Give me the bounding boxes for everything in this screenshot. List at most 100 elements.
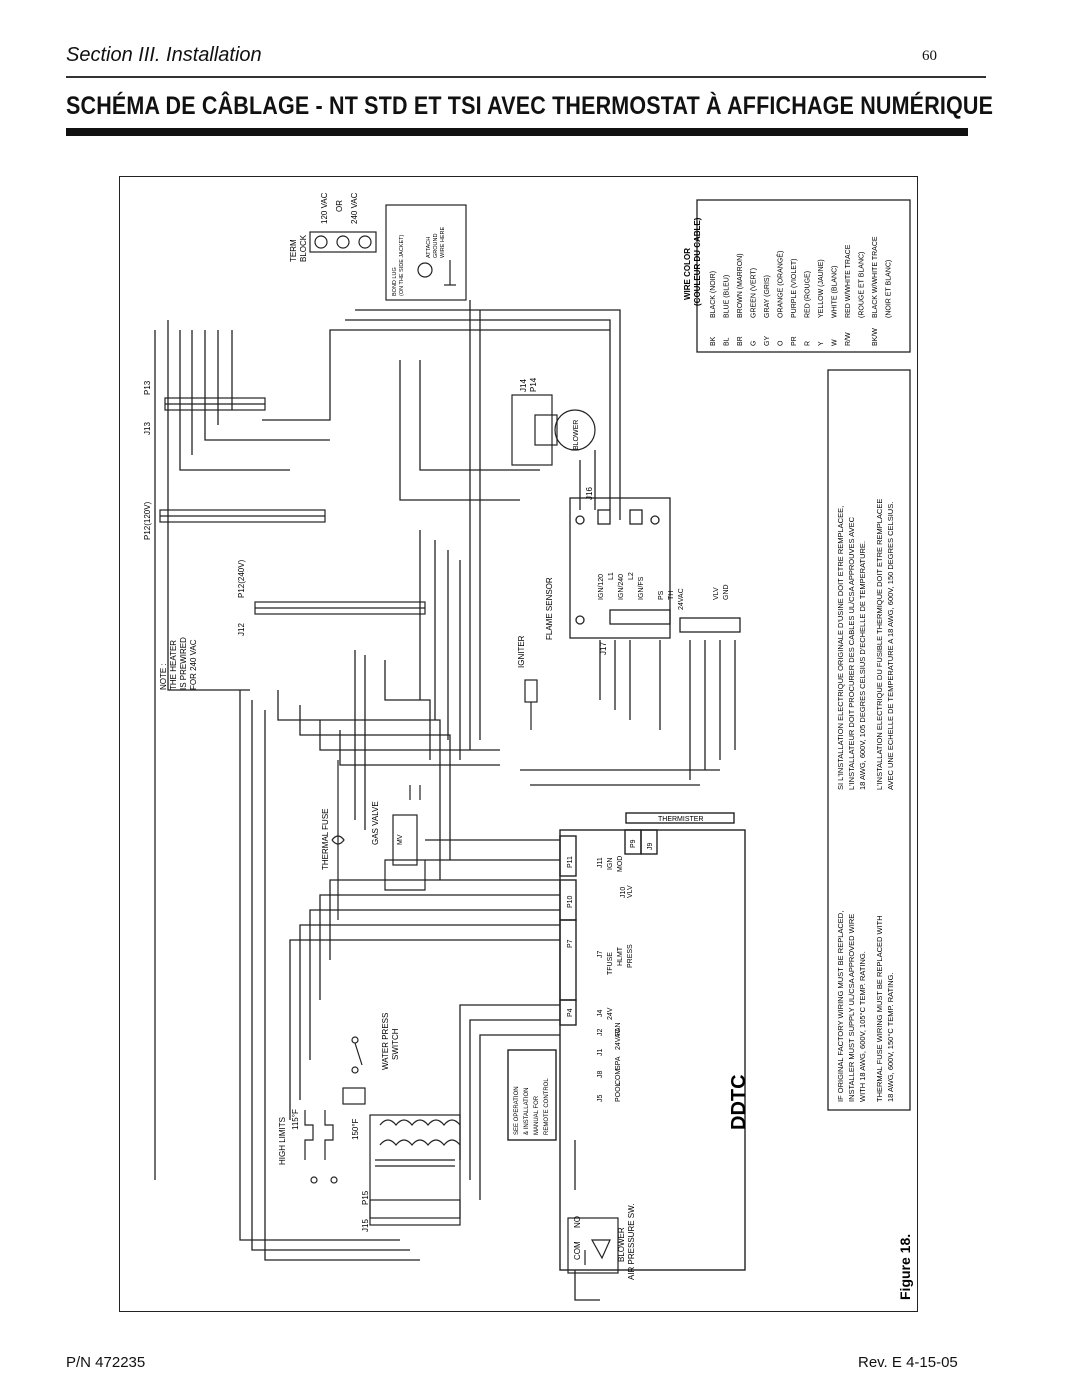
wire-color-subtitle: (COULEUR DU CABLE) xyxy=(693,217,702,306)
voltage-label-1: 120 VAC xyxy=(320,192,329,224)
ddtc-pin-label: J8 xyxy=(597,1071,604,1079)
ddtc-pin-label: P7 xyxy=(567,939,574,948)
water-press-switch xyxy=(342,1036,366,1105)
part-number: P/N 472235 xyxy=(66,1354,146,1371)
note-en-line: WITH 18 AWG, 600V, 105°C TEMP. RATING. xyxy=(858,951,867,1102)
note-line4: FOR 240 VAC xyxy=(189,639,198,690)
ign-module-label: IGN/120 xyxy=(598,574,605,600)
ign-module-label: PS xyxy=(658,590,665,600)
note-en-line: IF ORIGINAL FACTORY WIRING MUST BE REPLA… xyxy=(836,911,845,1102)
wire-color-name: BLACK (NOIR) xyxy=(710,271,717,318)
ddtc-function-label: VLV xyxy=(627,885,634,898)
wire-color-title: WIRE COLOR xyxy=(683,248,692,300)
ign-module-label: 24VAC xyxy=(678,588,685,610)
ddtc-function-label: SPA xyxy=(615,1056,622,1070)
note-fr-line: L'INSTALLATION ELECTRIQUE DU FUSIBLE THE… xyxy=(875,499,884,790)
ddtc-function-label: FAN xyxy=(615,1022,622,1036)
blower-switch-label-2: AIR PRESSURE SW. xyxy=(627,1204,636,1280)
notes-english: IF ORIGINAL FACTORY WIRING MUST BE REPLA… xyxy=(836,911,895,1102)
wire-color-code: W xyxy=(832,339,839,346)
wire-bundle xyxy=(154,300,736,1301)
note-en-line: 18 AWG, 600V, 150°C TEMP. RATING. xyxy=(886,972,895,1102)
j13-label: J13 xyxy=(143,422,152,435)
notes-box xyxy=(827,369,911,1111)
ddtc-function-label: HLMT xyxy=(617,946,624,966)
voltage-label-2: 240 VAC xyxy=(350,192,359,224)
term-block-label-2: BLOCK xyxy=(299,234,308,262)
ddtc-pin-label: J4 xyxy=(597,1010,604,1018)
ddtc-pin-label: P10 xyxy=(567,895,574,908)
wire-color-name: WHITE (BLANC) xyxy=(832,266,839,319)
ign-module-label: IGN/FS xyxy=(638,576,645,600)
wire-color-name: GRAY (GRIS) xyxy=(764,275,771,318)
ddtc-pin-label: P11 xyxy=(567,856,574,868)
terminal-block xyxy=(309,231,377,253)
note-fr-line: SI L'INSTALLATION ELECTRIQUE ORIGINALE D… xyxy=(836,506,845,790)
wire-color-name: GREEN (VERT) xyxy=(751,268,758,318)
ground-note-ground: GROUND xyxy=(433,234,439,258)
ddtc-function-label: PRESS xyxy=(627,944,634,968)
ground-note-box xyxy=(385,204,467,301)
wire-color-code: O xyxy=(778,340,785,346)
wire-color-name: BLACK W/WHITE TRACE xyxy=(872,236,879,318)
j15-label: J15 xyxy=(361,1219,370,1232)
water-press-label-1: WATER PRESS xyxy=(381,1013,390,1070)
note-en-line: INSTALLER MUST SUPPLY UL/CSA APPROVED WI… xyxy=(847,914,856,1102)
blower-switch-label-1: BLOWER xyxy=(617,1227,626,1262)
thermister-label: THERMISTER xyxy=(658,816,704,823)
note-fr-line: AVEC UNE ECHELLE DE TEMPERATURE A 18 AWG… xyxy=(886,502,895,790)
ground-note-line1: BOND LUG xyxy=(392,267,398,296)
wire-color-code: BK xyxy=(710,336,717,346)
mv-label: MV xyxy=(397,834,404,845)
ddtc-pin-label: J10 xyxy=(620,887,627,898)
wire-color-name: BLUE (BLEU) xyxy=(724,275,731,318)
j12-p12-240v-connector xyxy=(254,601,426,615)
ddtc-function-label: COM xyxy=(615,1069,622,1086)
flame-sensor-label: FLAME SENSOR xyxy=(545,577,554,640)
ddtc-pin-label: P4 xyxy=(567,1008,574,1017)
note-fr-line: L'INSTALLATEUR DOIT PROCURER DES CABLES … xyxy=(847,516,856,790)
wire-color-name: (NOIR ET BLANC) xyxy=(886,260,893,318)
blower-motor xyxy=(534,409,596,451)
wire-color-code: BK/W xyxy=(872,328,879,346)
page-title: SCHÉMA DE CÂBLAGE - NT STD ET TSI AVEC T… xyxy=(66,92,994,120)
page-number: 60 xyxy=(922,48,937,64)
wire-color-name: YELLOW (JAUNE) xyxy=(818,259,825,318)
ddtc-pin-label: J11 xyxy=(597,857,604,868)
ddtc-pin-label: J9 xyxy=(647,843,654,851)
high-limits xyxy=(304,1110,338,1184)
wire-color-code: G xyxy=(751,341,758,346)
j13-p13-connector xyxy=(164,397,266,411)
wire-color-name: RED (ROUGE) xyxy=(805,271,812,318)
ddtc-pin-label: J5 xyxy=(597,1095,604,1103)
p12-120v-connector xyxy=(159,509,326,523)
ground-note-attach: ATTACH xyxy=(426,237,432,258)
gas-valve xyxy=(384,785,426,891)
notes-french: SI L'INSTALLATION ELECTRIQUE ORIGINALE D… xyxy=(836,499,895,790)
ign-module-label: L1 xyxy=(608,572,615,580)
igniter xyxy=(524,679,538,730)
j17-label: J17 xyxy=(599,642,608,655)
wire-color-code: R/W xyxy=(845,332,852,346)
blower-air-pressure-switch xyxy=(567,1217,619,1274)
remote-note-line: & INSTALLATION xyxy=(524,1088,530,1135)
wire-color-code: Y xyxy=(818,341,825,346)
p14-label: P14 xyxy=(529,377,538,392)
j16-label: J16 xyxy=(585,487,594,500)
high-limits-label: HIGH LIMITS xyxy=(278,1117,287,1165)
ign-module-label: IGN/240 xyxy=(618,574,625,600)
remote-note-line: MANUAL FOR xyxy=(534,1095,540,1135)
term-block-label-1: TERM xyxy=(289,239,298,262)
ddtc-function-label: TFUSE xyxy=(607,952,614,975)
water-press-label-2: SWITCH xyxy=(391,1028,400,1060)
ddtc-pin-label: J7 xyxy=(597,951,604,959)
remote-note-line: REMOTE CONTROL xyxy=(544,1078,550,1135)
ign-module-label: TH xyxy=(668,591,675,600)
note-line1: NOTE : xyxy=(159,663,168,690)
